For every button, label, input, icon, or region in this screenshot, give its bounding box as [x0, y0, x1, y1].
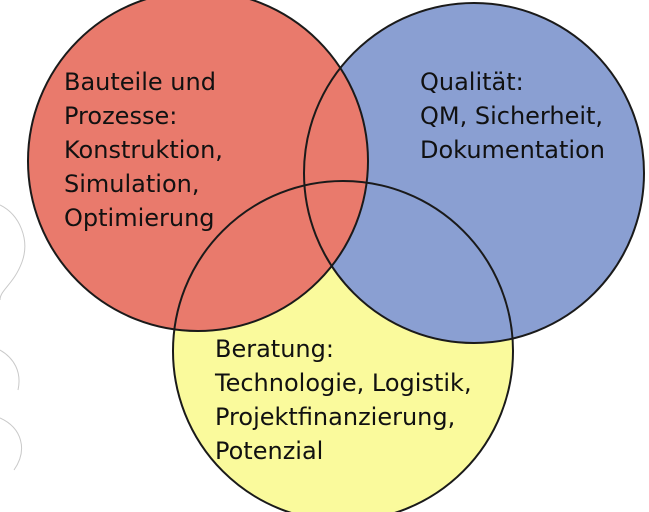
blue-circle [304, 3, 644, 343]
red-label-line: Prozesse: [64, 102, 177, 130]
red-label-line: Bauteile und [64, 68, 216, 96]
yellow-label-line: Beratung: [215, 335, 334, 363]
red-yellow-overlap [173, 181, 368, 331]
yellow-label-line: Technologie, Logistik, [214, 369, 472, 397]
red-circle-label: Bauteile und Prozesse: Konstruktion, Sim… [64, 68, 231, 232]
red-circle-outline [27, 0, 369, 332]
yellow-circle-label: Beratung: Technologie, Logistik, Projekt… [214, 335, 479, 465]
yellow-circle-outline [172, 180, 514, 512]
background-sketch [0, 204, 26, 471]
blue-label-line: Qualität: [420, 68, 524, 96]
yellow-label-line: Projektfinanzierung, [215, 403, 455, 431]
red-label-line: Simulation, [64, 170, 199, 198]
blue-circle-outline [303, 2, 645, 344]
blue-circle-label: Qualität: QM, Sicherheit, Dokumentation [420, 68, 611, 164]
blue-label-line: Dokumentation [420, 136, 605, 164]
blue-label-line: QM, Sicherheit, [420, 102, 603, 130]
red-label-line: Optimierung [64, 204, 215, 232]
yellow-label-line: Potenzial [215, 437, 323, 465]
red-label-line: Konstruktion, [64, 136, 223, 164]
circle-outlines [27, 0, 645, 512]
